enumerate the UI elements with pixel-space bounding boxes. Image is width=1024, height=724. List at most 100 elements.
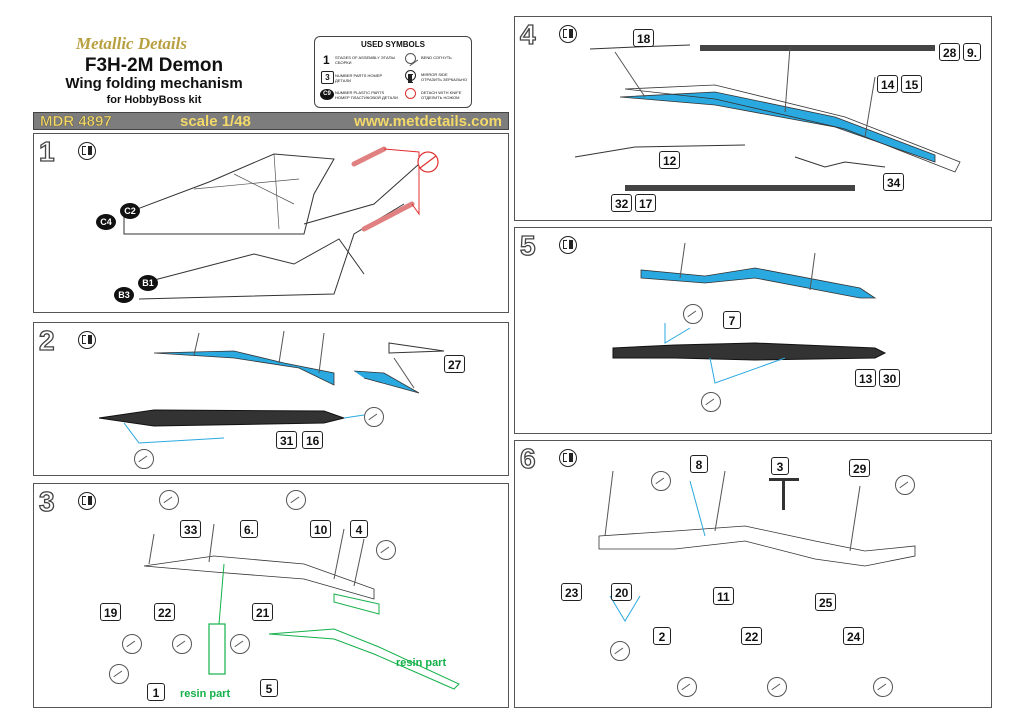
part-22: 22 [154,603,176,621]
step-1-drawing [123,146,439,300]
subtitle: Wing folding mechanism [65,75,243,92]
step-5-panel: 5 7 13 30 [514,227,992,434]
bend-icon [767,677,787,697]
mirror-icon [78,142,96,160]
step-2-number: 2 [38,324,55,356]
bend-icon [172,634,192,654]
bend-icon [230,634,250,654]
step-1-number: 1 [38,135,55,167]
bend-icon [364,407,384,427]
part-27: 27 [444,355,466,373]
part-10: 10 [310,520,332,538]
bend-icon [109,664,129,684]
part-31: 31 [276,431,298,449]
step-3-panel: 3 33 6. 10 4 19 22 21 1 5 resin part res… [33,483,509,708]
scale-label: scale 1/48 [180,113,251,130]
website: www.metdetails.com [354,113,502,130]
part-24: 24 [843,627,865,645]
step-2-drawing [98,330,445,444]
part-9: 9. [963,43,982,61]
step-5-drawing [612,242,887,384]
part-32: 32 [611,194,633,212]
part-16: 16 [302,431,324,449]
resin-part-label-2: resin part [396,657,447,669]
part-8: 8 [690,455,708,473]
part-4: 4 [350,520,368,538]
part-23: 23 [561,583,583,601]
part-30: 30 [879,369,901,387]
part-label-b3: B3 [114,287,134,303]
part-28: 28 [939,43,961,61]
mirror-icon [559,236,577,254]
bend-icon [683,304,703,324]
bend-icon [159,490,179,510]
symbol-detach-text: DETACH WITH KNIFE ОТДЕЛИТЬ НОЖОМ [421,90,462,100]
part-label-c4: C4 [96,214,116,230]
part-34: 34 [883,173,905,191]
bend-icon [873,677,893,697]
bend-icon [405,53,416,64]
bend-icon [651,471,671,491]
part-18: 18 [633,29,655,47]
bend-icon [376,540,396,560]
part-7: 7 [723,311,741,329]
part-19: 19 [100,603,122,621]
step-6-drawing [598,470,916,622]
kit-label: for HobbyBoss kit [106,94,202,106]
bend-icon [701,392,721,412]
part-22: 22 [741,627,763,645]
step-1-panel: 1 C2 C4 B1 B3 [33,133,509,313]
step-2-panel: 2 27 31 16 [33,322,509,476]
product-code: MDR 4897 [40,113,112,130]
step-6-number: 6 [519,442,536,474]
part-12: 12 [659,151,681,169]
part-1: 1 [147,683,165,701]
part-25: 25 [815,593,837,611]
part-5: 5 [260,679,278,697]
symbol-bend-text: BEND СОГНУТЬ [421,55,452,60]
bend-icon [134,449,154,469]
part-label-b1: B1 [138,275,158,291]
step-5-number: 5 [519,229,536,261]
part-13: 13 [855,369,877,387]
title-bar: MDR 4897 scale 1/48 www.metdetails.com [33,112,509,130]
part-20: 20 [611,583,633,601]
symbol-stage: 1 [323,53,330,67]
step-4-panel: 4 18 28 9. 14 15 12 34 32 17 [514,16,992,221]
symbol-mirror-text: MIRROR SIDE ОТРАЗИТЬ ЗЕРКАЛЬНО [421,72,468,82]
step-4-number: 4 [519,18,536,50]
step-3-number: 3 [38,485,55,517]
mirror-icon [78,492,96,510]
part-11: 11 [713,587,734,605]
part-29: 29 [849,459,871,477]
part-3: 3 [771,457,789,475]
mirror-icon [559,25,577,43]
model-title: F3H-2M Demon [84,55,224,76]
symbols-title: USED SYMBOLS [360,40,425,49]
bend-icon [677,677,697,697]
symbol-stage-text: STAGES OF ASSEMBLY ЭТАПЫ СБОРКИ [335,55,396,65]
bend-icon [286,490,306,510]
bend-icon [895,475,915,495]
part-33: 33 [180,520,202,538]
step-4-drawing [574,44,961,191]
part-17: 17 [635,194,657,212]
mirror-icon [405,70,416,83]
part-label-c2: C2 [120,203,140,219]
part-2: 2 [653,627,671,645]
part-6: 6. [240,520,259,538]
part-14: 14 [877,75,899,93]
symbol-plastic: C9 [320,89,334,100]
symbol-part: 3 [321,71,334,84]
step-6-panel: 6 8 3 29 23 20 11 25 2 22 24 [514,440,992,708]
symbols-legend: USED SYMBOLS 1 STAGES OF ASSEMBLY ЭТАПЫ … [314,36,472,108]
part-21: 21 [252,603,274,621]
mirror-icon [78,331,96,349]
resin-part-label-1: resin part [180,688,231,700]
bend-icon [122,634,142,654]
brand-logo: Metallic Details [76,34,187,53]
symbol-plastic-text: NUMBER PLASTIC PARTS НОМЕР ПЛАСТИКОВОЙ Д… [335,90,398,100]
symbol-part-text: NUMBER PARTS НОМЕР ДЕТАЛИ [335,73,383,83]
mirror-icon [559,449,577,467]
detach-icon [405,88,416,99]
